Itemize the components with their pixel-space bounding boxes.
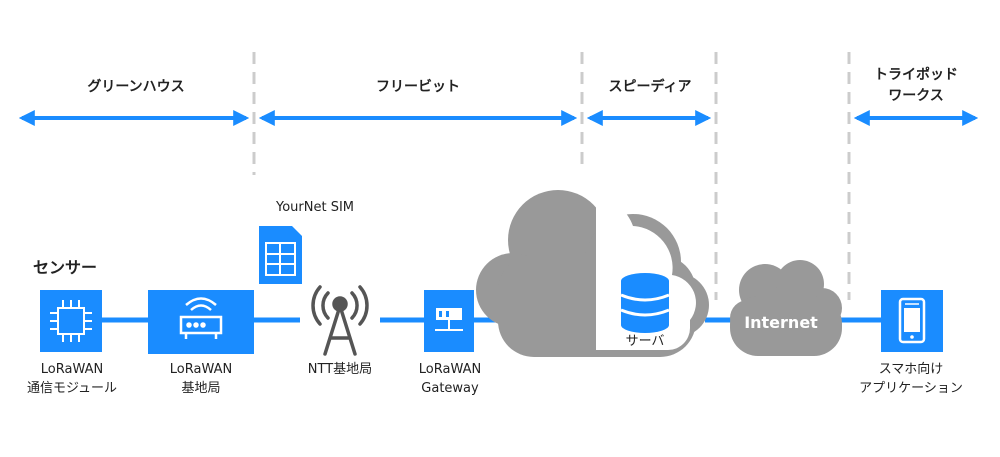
network-switch-icon: [435, 308, 463, 331]
base-label-line2: 基地局: [181, 381, 220, 396]
chip-icon: [50, 300, 92, 342]
smartphone-icon: [898, 297, 926, 344]
section-greenhouse: グリーンハウス: [87, 78, 184, 95]
section-speedia: スピーディア: [608, 78, 691, 95]
sim-card-icon: [259, 226, 302, 284]
module-box: [40, 290, 102, 352]
sensor-label: センサー: [33, 258, 97, 277]
app-label-line1: スマホ向け: [879, 361, 944, 377]
base-label-line1: LoRaWAN: [170, 362, 232, 377]
app-label-line2: アプリケーション: [859, 381, 963, 396]
database-icon: [620, 273, 670, 333]
internet-label: Internet: [744, 313, 818, 332]
section-freebit: フリービット: [376, 79, 460, 95]
app-box: [881, 290, 943, 352]
ntt-label: NTT基地局: [308, 362, 372, 377]
internet-cloud: [730, 260, 842, 356]
section-tripod-line1: トライポッド: [874, 66, 958, 83]
antenna-tower-icon: [311, 285, 369, 356]
server-label: サーバ: [626, 334, 665, 349]
sim-label: YourNet SIM: [275, 200, 354, 215]
section-tripod-line2: ワークス: [888, 88, 944, 104]
module-label-line1: LoRaWAN: [41, 362, 103, 377]
section-dividers: [252, 52, 851, 300]
gateway-label-line1: LoRaWAN: [419, 362, 481, 377]
router-icon: [179, 297, 223, 339]
gateway-box: [424, 290, 474, 352]
gateway-label-line2: Gateway: [421, 381, 479, 396]
base-station-box: [148, 290, 254, 354]
module-label-line2: 通信モジュール: [27, 381, 117, 396]
